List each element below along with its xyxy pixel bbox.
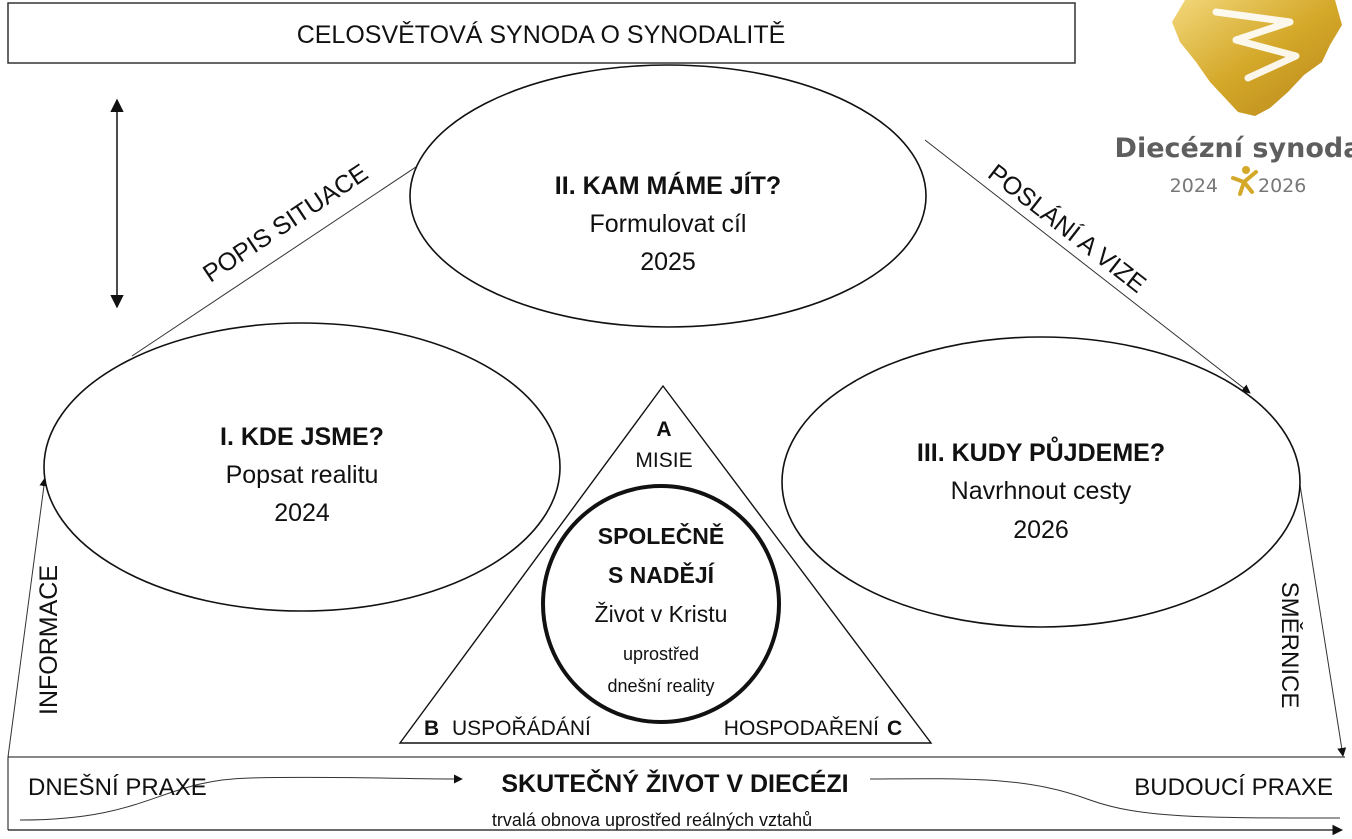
center-line-zivot: Život v Kristu xyxy=(595,601,728,627)
stage-three-heading: III. KUDY PŮJDEME? xyxy=(917,435,1165,467)
logo-map-shape xyxy=(1172,0,1342,116)
header-box xyxy=(7,2,1076,64)
center-line-s-nadeji: S NADĚJÍ xyxy=(608,561,715,588)
stage-two-year: 2025 xyxy=(640,248,696,276)
triangle-label-usporadani: USPOŘÁDÁNÍ xyxy=(452,717,591,740)
stage-two-heading: II. KAM MÁME JÍT? xyxy=(555,171,781,200)
triangle-letter-b: B xyxy=(424,717,439,740)
bottom-curve-right xyxy=(869,778,1341,819)
bottom-subtitle: trvalá obnova uprostřed reálných vztahů xyxy=(492,810,812,830)
label-popis-situace: POPIS SITUACE xyxy=(198,159,373,289)
bottom-curve-left xyxy=(19,774,463,821)
arrow-poslani-a-vize xyxy=(924,139,1251,394)
stage-one-heading: I. KDE JSME? xyxy=(220,423,384,451)
stage-one-subtitle: Popsat realitu xyxy=(226,461,379,489)
triangle-label-hospodareni: HOSPODAŘENÍ xyxy=(724,717,879,740)
center-line-uprostred: uprostřed xyxy=(623,644,699,664)
stage-three-ellipse xyxy=(781,336,1301,628)
label-informace: INFORMACE xyxy=(35,565,63,715)
center-circle xyxy=(541,484,781,724)
logo-figure-icon xyxy=(1231,166,1258,196)
stage-three-subtitle: Navrhnout cesty xyxy=(951,477,1132,505)
logo-title: Diecézní synoda xyxy=(1115,133,1352,164)
arrow-smernice xyxy=(1299,484,1347,757)
arrow-informace xyxy=(7,477,49,758)
stage-one-year: 2024 xyxy=(274,499,330,527)
stage-two-subtitle: Formulovat cíl xyxy=(590,210,747,238)
triangle-letter-a: A xyxy=(656,418,671,441)
logo-year-start: 2024 xyxy=(1170,175,1218,197)
header-title: CELOSVĚTOVÁ SYNODA O SYNODALITĚ xyxy=(297,20,786,49)
label-poslani-a-vize: POSLÁNÍ A VIZE xyxy=(983,158,1152,299)
bottom-left-label: DNEŠNÍ PRAXE xyxy=(28,773,207,801)
stage-two-ellipse xyxy=(409,64,927,328)
stage-three-year: 2026 xyxy=(1013,516,1069,544)
stage-one-ellipse xyxy=(43,322,561,612)
label-smernice: SMĚRNICE xyxy=(1276,582,1303,709)
triangle-label-misie: MISIE xyxy=(635,449,692,472)
center-line-dnesni-reality: dnešní reality xyxy=(607,676,714,696)
triangle-letter-c: C xyxy=(887,717,902,740)
logo-zigzag xyxy=(1212,8,1300,82)
center-line-spolecne: SPOLEČNĚ xyxy=(598,522,725,549)
bottom-title: SKUTEČNÝ ŽIVOT V DIECÉZI xyxy=(501,768,848,798)
bottom-right-label: BUDOUCÍ PRAXE xyxy=(1134,774,1333,801)
diocese-synod-logo: Diecézní synoda 2024 2026 xyxy=(1115,0,1352,197)
logo-year-end: 2026 xyxy=(1258,175,1306,197)
